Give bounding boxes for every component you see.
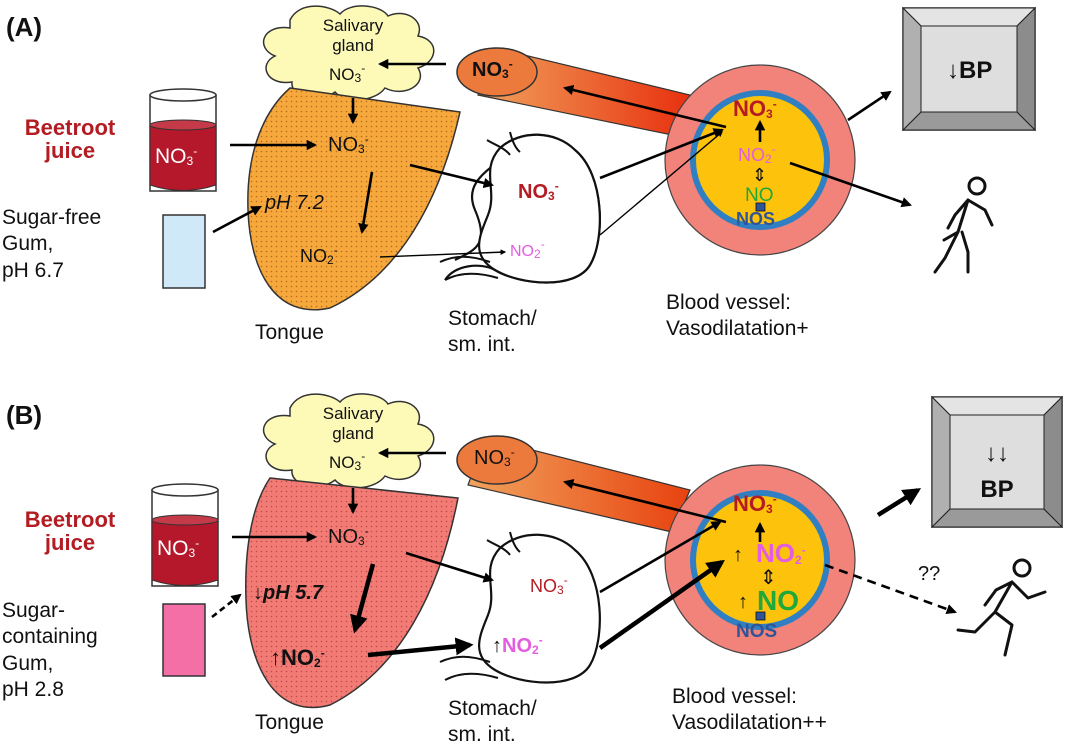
- gland-nitrate: NO3-: [329, 61, 366, 85]
- stomach-nitrate: NO3-: [530, 573, 568, 597]
- salivary-gland: [263, 393, 435, 489]
- stomach: [478, 533, 601, 684]
- tube-nitrate: NO3-: [474, 445, 515, 469]
- vessel-nitrite: NO2-: [738, 142, 776, 166]
- gum-stick: [162, 603, 206, 677]
- vessel-nitrite-up-arrow: ↑: [733, 544, 743, 566]
- vessel-lumen: [696, 496, 824, 624]
- nos-enzyme-marker: [755, 611, 766, 621]
- saliva-tube-end: [456, 435, 538, 485]
- bp-box: [930, 395, 1064, 529]
- panel-a-arrows: [212, 58, 912, 235]
- tongue-nitrite: ↑NO2-: [270, 645, 325, 670]
- salivary-gland: [263, 5, 435, 101]
- panel-a: [149, 5, 1037, 311]
- exercise-uncertain-label: ??: [918, 563, 941, 585]
- vessel-nitric-oxide: NO: [757, 585, 799, 616]
- glass-nitrate: NO3-: [157, 536, 200, 560]
- panel-b: [151, 393, 1064, 709]
- vessel-nitrate: NO3-: [733, 491, 777, 516]
- tongue-caption: Tongue: [255, 711, 324, 734]
- stomach-caption: Stomach/sm. int.: [448, 307, 537, 357]
- stomach-nitrite: ↑NO2-: [492, 633, 543, 657]
- juice-fill: [149, 124, 217, 191]
- running-person-icon: [956, 558, 1047, 657]
- tongue-nitrite: NO2-: [300, 243, 338, 267]
- vessel-interconvert: ⇕: [752, 165, 768, 185]
- juice-fill: [151, 519, 219, 586]
- stomach-caption: Stomach/sm. int.: [448, 697, 537, 747]
- vessel-no-up-arrow: ↑: [738, 591, 748, 613]
- vessel-caption: Blood vessel:Vasodilatation+: [666, 291, 809, 341]
- tongue-caption: Tongue: [255, 321, 324, 344]
- stomach-nitrate: NO3-: [518, 179, 559, 203]
- panel-b-arrows: [232, 447, 766, 594]
- tongue-nitrate: NO3-: [328, 524, 369, 548]
- vessel-nos: NOS: [736, 621, 778, 642]
- vessel-nitrate: NO3-: [733, 96, 777, 121]
- panel-label: (A): [6, 12, 43, 42]
- tube-nitrate: NO3-: [472, 57, 513, 81]
- vessel-nitrite: NO2-: [756, 538, 806, 568]
- bp-label: ↓↓BP: [980, 440, 1014, 503]
- walking-person-icon: [933, 176, 994, 274]
- gland-nitrate: NO3-: [329, 449, 366, 473]
- panel-label: (B): [6, 400, 43, 430]
- glass-nitrate: NO3-: [155, 144, 198, 168]
- bp-label: ↓BP: [947, 57, 993, 84]
- bp-box: [901, 6, 1037, 132]
- saliva-tube-end: [456, 47, 538, 97]
- vessel-interconvert: ⇕: [760, 567, 777, 589]
- gum-stick: [162, 214, 206, 289]
- tongue-ph: ↓pH 5.7: [253, 582, 324, 604]
- vessel-caption: Blood vessel:Vasodilatation++: [672, 685, 827, 735]
- stomach-nitrite: NO2-: [510, 237, 545, 261]
- vessel-lumen: [696, 96, 824, 224]
- tongue-nitrate: NO3-: [328, 132, 369, 156]
- vessel-nitric-oxide: NO: [745, 185, 774, 206]
- vessel-nos: NOS: [736, 209, 776, 229]
- tongue-ph: pH 7.2: [265, 192, 324, 214]
- nos-enzyme-marker: [755, 202, 766, 212]
